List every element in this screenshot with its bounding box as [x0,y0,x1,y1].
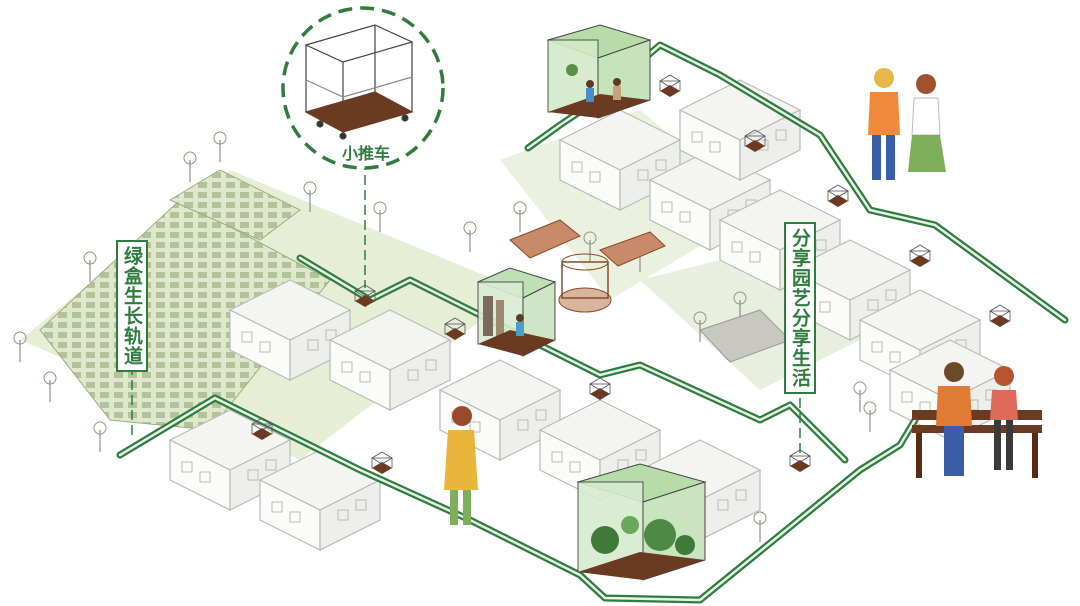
tea-room-box [546,24,652,119]
plaza [509,219,791,363]
bench-couple-figures [912,362,1042,478]
cart-callout [281,6,445,170]
share-gardening-label: 分享园艺分享生活 [784,222,816,394]
cart-illustration [304,24,414,140]
couple-walking-figures [868,68,946,180]
cart-label: 小推车 [341,144,390,163]
walking-woman-figure [444,406,478,525]
green-box-track-label: 绿盒生长轨道 [116,240,148,372]
plant-box [576,463,707,581]
green-box-field-upper [168,169,301,241]
reading-booth [476,267,557,357]
track-lines [116,41,1069,604]
